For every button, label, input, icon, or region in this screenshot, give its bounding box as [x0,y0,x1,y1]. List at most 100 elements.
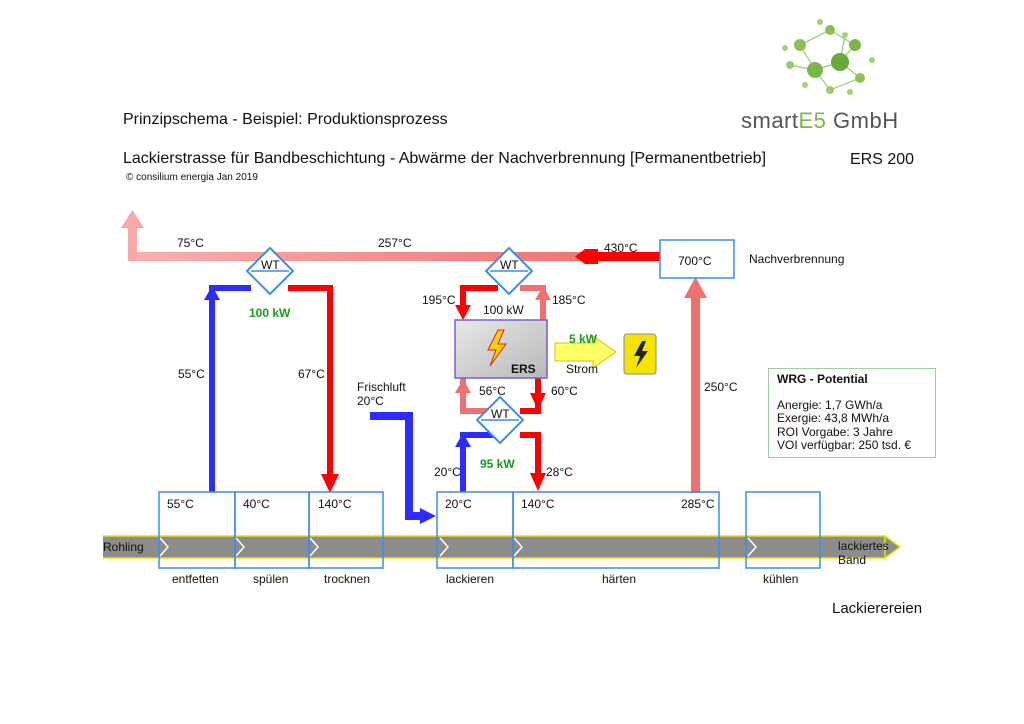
temp-in-430: 430°C [604,241,638,255]
ers-cool-in-bottom [460,408,498,414]
ers-label: ERS [511,362,536,376]
hot-feed-left-top [288,285,333,291]
nachverbrennung-temp: 700°C [678,254,712,268]
warm-haerten [535,432,541,475]
station-temp-spuelen: 40°C [243,497,270,511]
wrg-line: Anergie: 1,7 GWh/a [777,397,883,412]
hot-arrow-left [321,474,339,493]
temp-ers-60: 60°C [551,384,578,398]
temp-bottom-28: 28°C [546,465,573,479]
station-name-spuelen: spülen [253,572,289,586]
station-name-kuehlen: kühlen [763,572,799,586]
wrg-potential-box: WRG - Potential Anergie: 1,7 GWh/a Exerg… [768,368,936,458]
ers-return-up [540,285,546,320]
exhaust-outlet-arrow [121,210,144,228]
wt-top-label: WT [500,258,519,272]
frischluft-duct [370,412,424,520]
brand-prefix: smart [741,108,799,133]
station-haerten [512,491,720,569]
wt-left-label: WT [261,258,280,272]
conveyor-band [103,534,902,560]
temp-left-67: 67°C [298,367,325,381]
station-trocknen [308,491,384,569]
brand-suffix: GmbH [826,108,899,133]
wt-bottom-exchanger [475,395,525,445]
wrg-heading: WRG - Potential [777,372,868,386]
ers-feed-down [460,285,466,307]
wt-left-exchanger [245,246,295,296]
ers-cool-in [460,378,466,413]
station-name-lackieren: lackieren [446,572,495,586]
station-name-trocknen: trocknen [324,572,371,586]
riser-duct [691,290,700,493]
station-temp-entfetten: 55°C [167,497,194,511]
temp-ers-195: 195°C [422,293,456,307]
frischluft-arrow [420,508,436,524]
power-left: 100 kW [249,306,291,320]
cold-arrow-left [204,286,220,300]
lightning-icon [487,329,507,367]
nachverbrennung-label: Nachverbrennung [749,252,845,266]
station-temp-lackieren: 20°C [445,497,472,511]
temp-left-55: 55°C [178,367,205,381]
wt-bottom-label: WT [491,407,510,421]
exhaust-outlet-duct [128,222,137,261]
page-subtitle: Lackierstrasse für Bandbeschichtung - Ab… [123,150,767,167]
ers-return-top [520,285,546,291]
nachverbrennung-box [659,239,735,279]
wrg-line: ROI Vorgabe: 3 Jahre [777,424,894,439]
power-output-arrow [554,335,617,369]
temp-ers-185: 185°C [552,293,586,307]
band-end-label-1: lackiertes [838,539,889,553]
temp-mid-257: 257°C [378,236,412,250]
station-temp-haerten-end: 285°C [681,497,715,511]
model-label: ERS 200 [850,151,915,168]
footer-label: Lackierereien [832,600,923,617]
ers-feed-top [460,285,498,291]
station-temp-trocknen: 140°C [318,497,352,511]
frischluft-temp: 20°C [357,394,384,408]
cold-return-left [209,287,215,492]
wrg-line: VOI verfügbar: 250 tsd. € [777,438,912,452]
ers-power-out: 5 kW [569,332,598,346]
wt-top-exchanger [484,246,534,296]
strom-label: Strom [566,362,599,376]
brand-highlight: E5 [798,108,827,133]
ers-power-label: 100 kW [483,303,524,317]
band-end-label-2: Band [838,553,867,567]
station-name-haerten: härten [602,572,637,586]
ers-feed-arrow [455,305,471,320]
station-name-entfetten: entfetten [172,572,219,586]
brand-name: smartE5 GmbH [741,108,899,134]
riser-arrow [684,277,707,298]
page-title: Prinzipschema - Beispiel: Produktionspro… [123,111,448,128]
warm-haerten-top [520,432,541,438]
temp-riser-250: 250°C [704,380,738,394]
power-bottom: 95 kW [480,457,515,471]
station-kuehlen [745,491,821,569]
hot-feed-left [327,285,333,477]
ers-cool-out-bottom [520,408,541,414]
cold-lackieren-arrow [455,433,471,447]
band-start-label: Rohling [103,540,144,554]
ers-cool-out-arrow [530,393,546,410]
exhaust-duct [133,252,665,261]
brand-logo-icon [782,19,875,95]
ers-cool-in-arrow [455,379,471,393]
ers-return-arrow [535,286,551,300]
copyright: © consilium energia Jan 2019 [126,172,258,183]
warm-haerten-arrow [530,473,546,491]
exhaust-inlet-duct [597,252,661,261]
cold-lackieren [460,432,466,492]
frischluft-label: Frischluft [357,380,406,394]
cold-lackieren-top [460,432,498,438]
wrg-line: Exergie: 43,8 MWh/a [777,411,890,425]
temp-ers-56: 56°C [479,384,506,398]
temp-bottom-20: 20°C [434,465,461,479]
cold-return-left-top [209,285,251,291]
station-temp-haerten: 140°C [521,497,555,511]
temp-out-75: 75°C [177,236,204,250]
exhaust-inlet-arrow [575,249,598,264]
electricity-icon [623,333,657,375]
